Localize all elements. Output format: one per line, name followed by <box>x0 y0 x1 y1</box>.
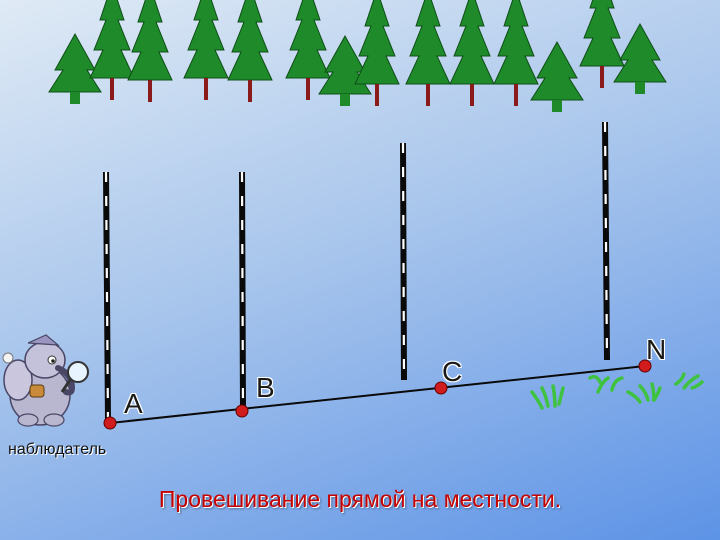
survey-pole-icon <box>106 172 108 422</box>
forest <box>49 0 666 112</box>
tree-icon <box>128 0 172 102</box>
grass-tuft-icon <box>676 374 702 388</box>
straight-line <box>110 366 645 423</box>
point-n-label: N <box>646 334 666 366</box>
grass-tuft-icon <box>590 377 622 392</box>
point-b-label: B <box>256 372 275 404</box>
tree-icon <box>494 0 538 106</box>
tree-icon <box>49 34 101 104</box>
point-a-label: A <box>124 388 143 420</box>
observer-label: наблюдатель <box>8 441 106 459</box>
point-b <box>236 405 248 417</box>
tree-icon <box>228 0 272 102</box>
survey-pole-icon <box>403 143 404 380</box>
grass-tuft-icon <box>628 384 660 402</box>
point-a <box>104 417 116 429</box>
survey-pole-icon <box>242 172 243 410</box>
survey-pole-icon <box>605 122 607 360</box>
tree-icon <box>614 24 666 94</box>
point-c-label: C <box>442 356 462 388</box>
tree-icon <box>184 0 228 100</box>
tree-icon <box>450 0 494 106</box>
survey-poles <box>106 122 607 422</box>
tree-icon <box>286 0 330 100</box>
caption: Провешивание прямой на местности. <box>0 486 720 513</box>
tree-icon <box>406 0 450 106</box>
tree-icon <box>531 42 583 112</box>
tree-icon <box>580 0 624 88</box>
grass-tuft-icon <box>532 386 563 408</box>
elephant-observer-icon <box>3 335 88 426</box>
